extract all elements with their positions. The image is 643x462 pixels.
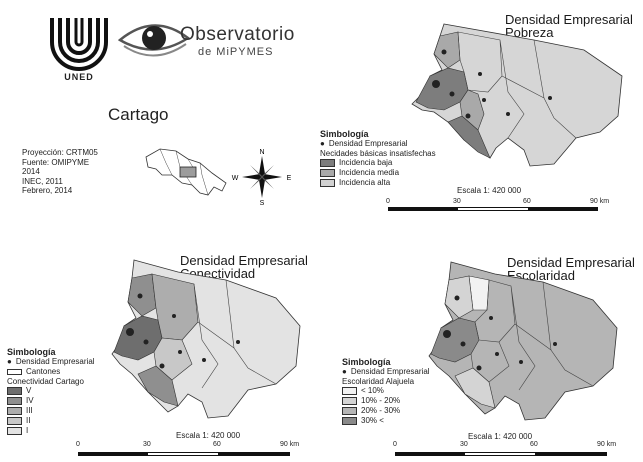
conectividad-legend-swatch (7, 397, 22, 405)
observatorio-subtitle: de MiPYMES (198, 46, 274, 58)
pobreza-legend-item: Incidencia media (320, 168, 436, 178)
conectividad-legend: Simbología ●Densidad Empresarial Cantone… (7, 347, 95, 436)
eye-icon (118, 24, 190, 57)
conectividad-legend-swatch (7, 427, 22, 435)
info-projection: Proyección: CRTM05 (22, 148, 98, 157)
uned-logo-text: UNED (64, 72, 94, 82)
escolaridad-legend-item: 20% - 30% (342, 406, 430, 416)
observatorio-title: Observatorio (180, 24, 295, 45)
conectividad-legend-label: III (26, 406, 33, 415)
compass-w: W (232, 175, 239, 182)
escolaridad-tick-90: 90 km (597, 441, 617, 448)
region-title: Cartago (108, 105, 169, 124)
conectividad-legend-subtitle: Conectividad Cartago (7, 377, 84, 386)
escolaridad-scale-label: Escala 1: 420 000 (468, 432, 533, 441)
pobreza-legend-swatch (320, 159, 335, 167)
pobreza-legend-item: Incidencia baja (320, 158, 436, 168)
pobreza-title: Densidad Empresarial Pobreza (505, 13, 633, 39)
pobreza-legend-swatch (320, 179, 335, 187)
conectividad-legend-swatch (7, 417, 22, 425)
pobreza-legend-label: Incidencia baja (339, 158, 393, 167)
conectividad-legend-swatch (7, 407, 22, 415)
conectividad-legend-dot: ●Densidad Empresarial (7, 357, 95, 366)
escolaridad-legend-item: 30% < (342, 416, 430, 426)
uned-emblem-icon (50, 18, 108, 71)
uned-logo: UNED (44, 12, 114, 87)
escolaridad-map (428, 261, 618, 421)
escolaridad-legend-title: Simbología (342, 357, 391, 367)
pobreza-legend-dot: ●Densidad Empresarial (320, 139, 408, 148)
escolaridad-legend-dot: ●Densidad Empresarial (342, 367, 430, 376)
conectividad-legend-cantones: Cantones (7, 367, 95, 377)
conectividad-legend-label: V (26, 386, 32, 395)
escolaridad-tick-0: 0 (393, 441, 397, 448)
conectividad-legend-title: Simbología (7, 347, 56, 357)
conectividad-legend-label: I (26, 426, 29, 435)
conectividad-title-line1: Densidad Empresarial (180, 253, 308, 268)
escolaridad-legend-label: 20% - 30% (361, 406, 401, 415)
conectividad-legend-item: IV (7, 396, 95, 406)
pobreza-scale-label: Escala 1: 420 000 (457, 186, 522, 195)
conectividad-tick-0: 0 (76, 441, 80, 448)
conectividad-legend-label: II (26, 416, 31, 425)
conectividad-tick-90: 90 km (280, 441, 300, 448)
pobreza-tick-30: 30 (453, 198, 461, 205)
conectividad-tick-30: 30 (143, 441, 151, 448)
pobreza-tick-90: 90 km (590, 198, 610, 205)
pobreza-legend-swatch (320, 169, 335, 177)
cartago-highlight (179, 166, 197, 178)
info-source: Fuente: OMIPYME (22, 157, 90, 167)
escolaridad-legend-swatch (342, 387, 357, 395)
compass-s: S (260, 200, 265, 206)
map-info-block: Proyección: CRTM05 Fuente: OMIPYME 2014 … (22, 148, 98, 196)
conectividad-legend-item: II (7, 416, 95, 426)
escolaridad-legend-label: 10% - 20% (361, 396, 401, 405)
conectividad-map (111, 259, 301, 419)
escolaridad-legend: Simbología ●Densidad Empresarial Escolar… (342, 357, 430, 426)
escolaridad-legend-swatch (342, 407, 357, 415)
conectividad-legend-label: IV (26, 396, 34, 405)
escolaridad-legend-label: < 10% (361, 386, 384, 395)
escolaridad-legend-item: < 10% (342, 386, 430, 396)
conectividad-tick-60: 60 (213, 441, 221, 448)
compass-n: N (259, 149, 264, 156)
escolaridad-legend-swatch (342, 417, 357, 425)
conectividad-legend-item: V (7, 386, 95, 396)
pobreza-title-line1: Densidad Empresarial (505, 12, 633, 27)
compass-e: E (287, 175, 292, 182)
info-year: 2014 (22, 167, 40, 176)
escolaridad-title-line1: Densidad Empresarial (507, 255, 635, 270)
pobreza-tick-0: 0 (386, 198, 390, 205)
pobreza-legend: Simbología ●Densidad Empresarial Necidad… (320, 129, 436, 188)
conectividad-legend-swatch (7, 387, 22, 395)
pobreza-legend-label: Incidencia media (339, 168, 400, 177)
pobreza-legend-title: Simbología (320, 129, 369, 139)
escolaridad-tick-60: 60 (530, 441, 538, 448)
compass-rose-icon: N S W E (232, 149, 292, 206)
pobreza-legend-label: Incidencia alta (339, 178, 391, 187)
escolaridad-legend-label: 30% < (361, 416, 384, 425)
pobreza-title-line2: Pobreza (505, 25, 554, 40)
escolaridad-legend-swatch (342, 397, 357, 405)
pobreza-tick-60: 60 (523, 198, 531, 205)
pobreza-map (411, 23, 623, 167)
costa-rica-locator-map (145, 148, 227, 196)
pobreza-legend-item: Incidencia alta (320, 178, 436, 188)
conectividad-legend-item: III (7, 406, 95, 416)
observatorio-logo: Observatorio de MiPYMES (118, 12, 298, 72)
info-date: Febrero, 2014 (22, 186, 73, 195)
escolaridad-legend-item: 10% - 20% (342, 396, 430, 406)
escolaridad-legend-subtitle: Escolaridad Alajuela (342, 377, 415, 386)
conectividad-scale-label: Escala 1: 420 000 (176, 431, 241, 440)
pobreza-legend-subtitle: Necidades básicas insatisfechas (320, 149, 436, 158)
info-census: INEC, 2011 (22, 176, 63, 186)
escolaridad-tick-30: 30 (460, 441, 468, 448)
conectividad-legend-item: I (7, 426, 95, 436)
